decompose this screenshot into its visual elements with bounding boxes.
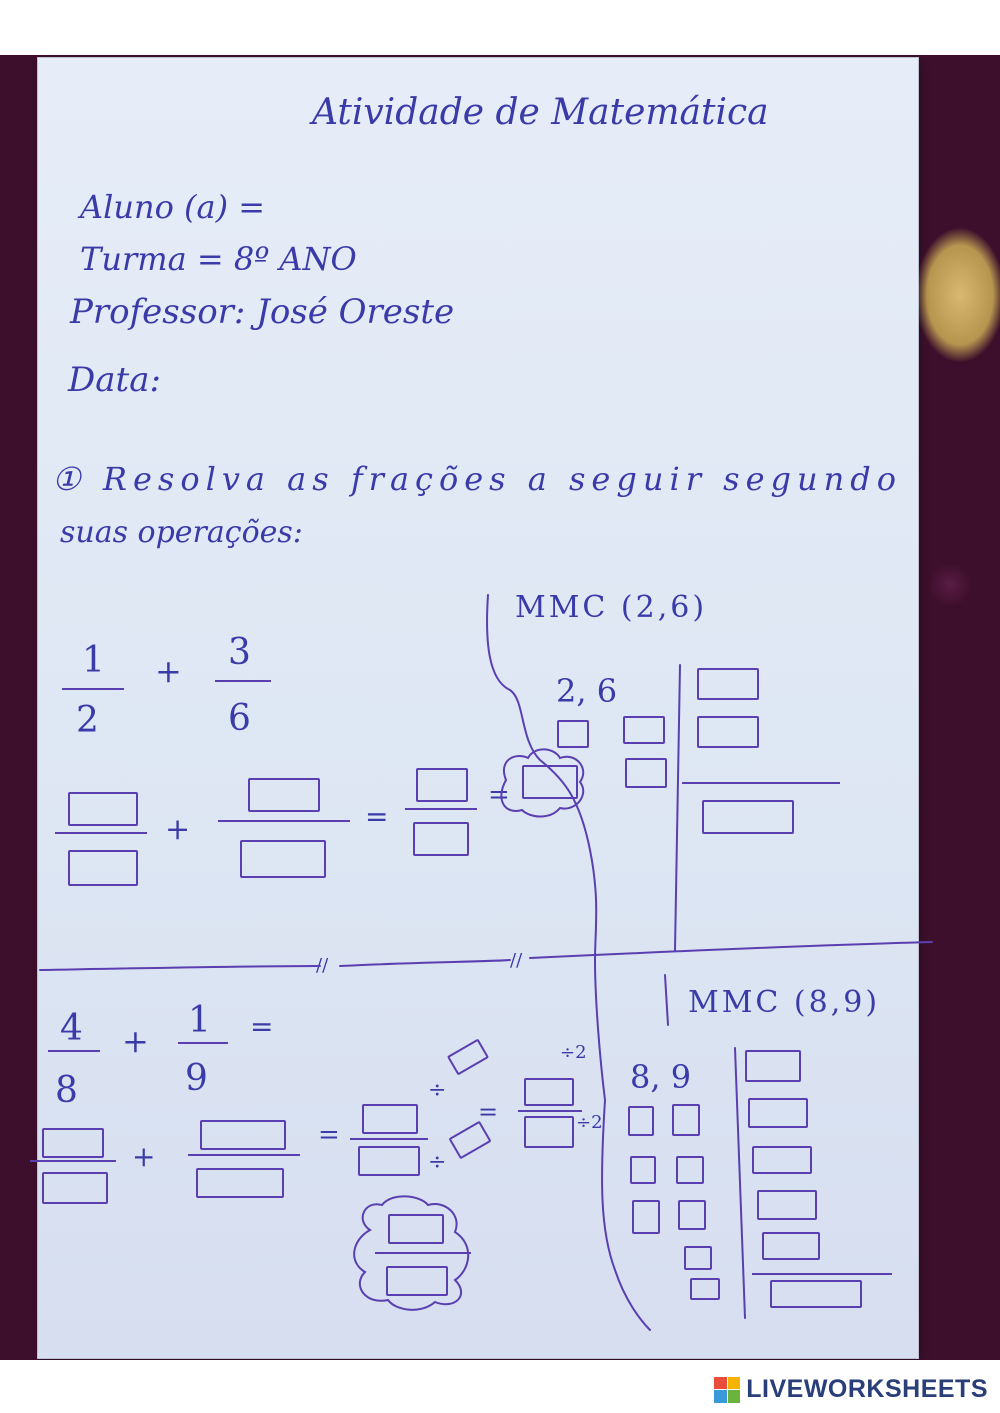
p2-mmc-box-r2b[interactable]	[676, 1156, 704, 1184]
p2-factor-box-2[interactable]	[748, 1098, 808, 1128]
p2-mmc-numbers: 8, 9	[630, 1058, 692, 1096]
p1-frac2-bar	[215, 680, 271, 682]
p2-div2-top: ÷2	[560, 1042, 587, 1063]
page-top-margin	[0, 0, 1000, 55]
question-1-text-continued: suas operações:	[60, 515, 303, 550]
p2-final-bar	[375, 1252, 471, 1254]
class-label: Turma = 8º ANO	[80, 240, 357, 278]
p1-simplified-box[interactable]	[522, 765, 578, 799]
p2-answer-den-1[interactable]	[42, 1172, 108, 1204]
footer	[0, 1360, 1000, 1413]
p1-result-equals: =	[488, 780, 510, 810]
p2-frac1-bar	[48, 1050, 100, 1052]
p2-final-den[interactable]	[386, 1266, 448, 1296]
p2-frac1-denominator: 8	[55, 1070, 78, 1111]
p2-frac2-denominator: 9	[185, 1058, 208, 1099]
worksheet-title: Atividade de Matemática	[312, 92, 769, 133]
p1-plus: +	[155, 652, 182, 690]
p2-simplified-bar	[518, 1110, 582, 1112]
p2-answer-equals: =	[318, 1120, 340, 1150]
p1-answer-den-1[interactable]	[68, 850, 138, 886]
p1-mmc-numbers: 2, 6	[556, 672, 618, 710]
p1-answer-plus: +	[165, 812, 191, 847]
liveworksheets-logo-icon	[714, 1376, 741, 1403]
p1-frac1-numerator: 1	[82, 640, 105, 681]
p2-factor-box-5[interactable]	[762, 1232, 820, 1260]
p2-div2-bottom: ÷2	[576, 1112, 603, 1133]
p2-answer-bar-2	[188, 1154, 300, 1156]
p1-answer-bar-1	[55, 832, 147, 834]
p1-answer-num-1[interactable]	[68, 792, 138, 826]
p1-factor-line	[682, 782, 840, 784]
p1-result-num[interactable]	[416, 768, 468, 802]
p2-mmc-label: MMC (8,9)	[688, 985, 881, 1020]
p2-mmc-box-r2a[interactable]	[630, 1156, 656, 1184]
p2-result-equals: =	[478, 1098, 499, 1126]
p2-mmc-box-r1a[interactable]	[628, 1106, 654, 1136]
p1-factor-box-1[interactable]	[697, 668, 759, 700]
brand-name: LIVEWORKSHEETS	[746, 1375, 988, 1403]
p2-factor-line	[752, 1273, 892, 1275]
p2-simplified-den[interactable]	[524, 1116, 574, 1148]
p2-frac2-numerator: 1	[188, 1000, 211, 1041]
p1-mmc-box-b[interactable]	[623, 716, 665, 744]
p1-answer-equals: =	[365, 800, 389, 833]
question-1-text: ① Resolva as frações a seguir segundo	[52, 460, 902, 498]
p2-frac2-bar	[178, 1042, 228, 1044]
p2-result-den[interactable]	[358, 1146, 420, 1176]
p1-frac1-bar	[62, 688, 124, 690]
p2-answer-bar-1	[30, 1160, 116, 1162]
p1-mmc-box-a[interactable]	[557, 720, 589, 748]
p1-factor-box-2[interactable]	[697, 716, 759, 748]
p1-frac2-numerator: 3	[228, 632, 251, 673]
divider-mark-2: //	[510, 950, 523, 971]
p1-frac2-denominator: 6	[228, 698, 251, 739]
p2-mmc-result-box[interactable]	[770, 1280, 862, 1308]
p1-frac1-denominator: 2	[76, 700, 99, 741]
p2-mmc-box-r3a[interactable]	[632, 1200, 660, 1234]
p1-answer-num-2[interactable]	[248, 778, 320, 812]
p2-div-symbol-top: ÷	[428, 1078, 447, 1103]
liveworksheets-logo: LIVEWORKSHEETS	[714, 1375, 988, 1404]
p2-answer-plus: +	[132, 1140, 156, 1173]
worksheet-paper	[38, 58, 918, 1358]
student-label: Aluno (a) =	[80, 188, 266, 226]
p2-answer-num-1[interactable]	[42, 1128, 104, 1158]
p2-answer-num-2[interactable]	[200, 1120, 286, 1150]
p2-simplified-num[interactable]	[524, 1078, 574, 1106]
p2-frac1-numerator: 4	[60, 1008, 83, 1049]
divider-mark-1: //	[316, 955, 329, 976]
p1-mmc-box-c[interactable]	[625, 758, 667, 788]
p1-result-den[interactable]	[413, 822, 469, 856]
p2-final-num[interactable]	[388, 1214, 444, 1244]
p2-equals: =	[250, 1010, 274, 1043]
p1-mmc-result-box[interactable]	[702, 800, 794, 834]
p1-answer-den-2[interactable]	[240, 840, 326, 878]
p2-mmc-box-r5b[interactable]	[690, 1278, 720, 1300]
p2-plus: +	[122, 1022, 149, 1060]
p2-mmc-box-r3b[interactable]	[678, 1200, 706, 1230]
p2-factor-box-3[interactable]	[752, 1146, 812, 1174]
p2-result-bar	[350, 1138, 428, 1140]
p1-mmc-label: MMC (2,6)	[515, 590, 708, 625]
teacher-label: Professor: José Oreste	[70, 292, 455, 332]
p2-div-symbol-bottom: ÷	[428, 1150, 447, 1175]
p2-mmc-box-r1b[interactable]	[672, 1104, 700, 1136]
p2-result-num[interactable]	[362, 1104, 418, 1134]
p2-factor-box-4[interactable]	[757, 1190, 817, 1220]
p2-answer-den-2[interactable]	[196, 1168, 284, 1198]
date-label: Data:	[68, 360, 161, 400]
p1-result-bar	[405, 808, 477, 810]
p2-factor-box-1[interactable]	[745, 1050, 801, 1082]
p1-answer-bar-2	[218, 820, 350, 822]
p2-mmc-box-r4b[interactable]	[684, 1246, 712, 1270]
